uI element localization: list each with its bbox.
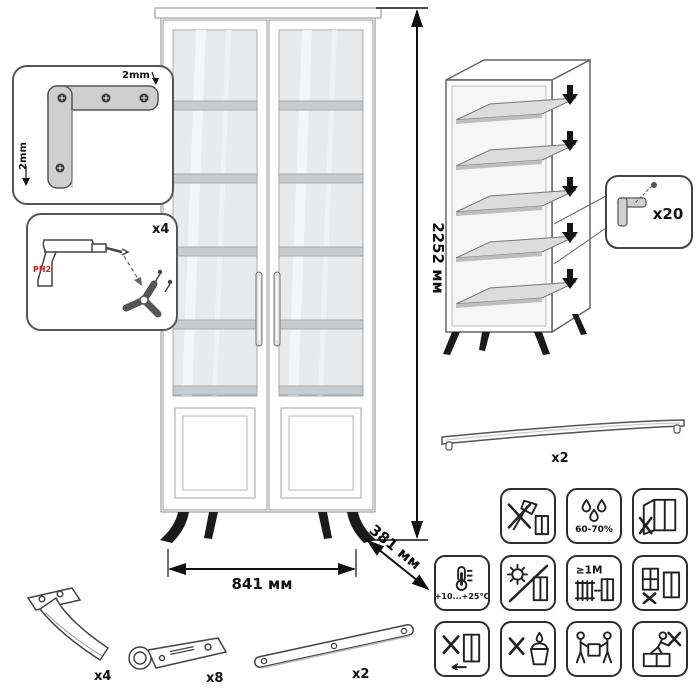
glass-panels	[172, 29, 364, 397]
heat-distance-value: ≥1M	[576, 564, 603, 576]
thermometer-icon	[455, 566, 473, 591]
corner-bracket-detail: 2mm 2mm	[12, 65, 174, 205]
hinge-icon	[128, 637, 228, 670]
open-door-warning-glyph	[638, 498, 677, 536]
drill-icon	[37, 239, 130, 287]
corner-bracket-icon	[47, 85, 159, 189]
care-icon-no-sharp-tools	[500, 488, 556, 544]
shelf-panels	[455, 97, 577, 308]
fastener-icon	[617, 182, 657, 227]
water-drops-icon	[581, 498, 607, 522]
strap-part-detail: x2	[254, 624, 414, 682]
care-icon-two-person-carry	[566, 621, 622, 677]
strap-count-label: x2	[352, 667, 369, 682]
care-icon-no-direct-sunlight	[500, 555, 556, 611]
cabinet-front-view	[154, 7, 382, 543]
humidity-value: 60-70%	[575, 524, 613, 535]
temperature-range: +10...+25°C	[434, 592, 490, 601]
care-icon-no-door-lean	[632, 488, 688, 544]
radiator-distance-glyph: ≥1M	[574, 564, 615, 602]
exploded-shelf-view: x20	[443, 58, 693, 355]
handle-icon	[441, 419, 685, 451]
fastener-callout: x20	[605, 175, 693, 249]
care-icon-humidity: 60-70%	[566, 488, 622, 544]
window-warning-glyph	[641, 567, 681, 604]
care-icon-no-wet-cleaning	[500, 621, 556, 677]
two-person-carry-glyph	[575, 631, 613, 664]
care-icon-temperature: +10...+25°C	[434, 555, 490, 611]
care-icon-window-proximity	[632, 555, 688, 611]
fastener-count-label: x20	[653, 205, 684, 223]
gap-dimension-top: 2mm	[122, 70, 159, 85]
door-handles	[255, 271, 281, 347]
no-drag-glyph	[442, 633, 481, 670]
legs-count-label: x4	[152, 222, 169, 237]
strap-icon	[254, 624, 414, 669]
no-wet-cleaning-glyph	[508, 631, 549, 666]
gap-side-label: 2mm	[18, 142, 29, 170]
leg-mounting-detail: x4 PH2	[26, 213, 178, 331]
gap-top-label: 2mm	[122, 70, 150, 81]
bottom-door-panels	[174, 407, 362, 499]
leg-icon	[26, 587, 110, 662]
handle-detail: x2	[441, 419, 685, 466]
no-climbing-glyph	[642, 631, 682, 668]
leg-count-label: x4	[94, 669, 111, 684]
width-dimension-label: 841 мм	[231, 575, 292, 593]
handle-count-label: x2	[551, 451, 568, 466]
leg-part-detail: x4	[26, 587, 111, 684]
care-icon-no-drag	[434, 621, 490, 677]
care-icon-heat-distance: ≥1M	[566, 555, 622, 611]
care-icon-no-climbing	[632, 621, 688, 677]
hinge-part-detail: x8	[128, 637, 228, 686]
cabinet-cornice	[154, 7, 382, 19]
no-sharp-tools-glyph	[507, 499, 549, 536]
insert-arrows	[562, 85, 578, 289]
sun-warning-glyph	[507, 563, 549, 603]
carcass-legs	[443, 314, 587, 355]
gap-dimension-side: 2mm	[18, 142, 30, 186]
bit-label: PH2	[33, 265, 51, 274]
hinge-count-label: x8	[206, 671, 223, 686]
screws-icon	[154, 269, 173, 293]
cabinet-legs	[160, 512, 376, 543]
